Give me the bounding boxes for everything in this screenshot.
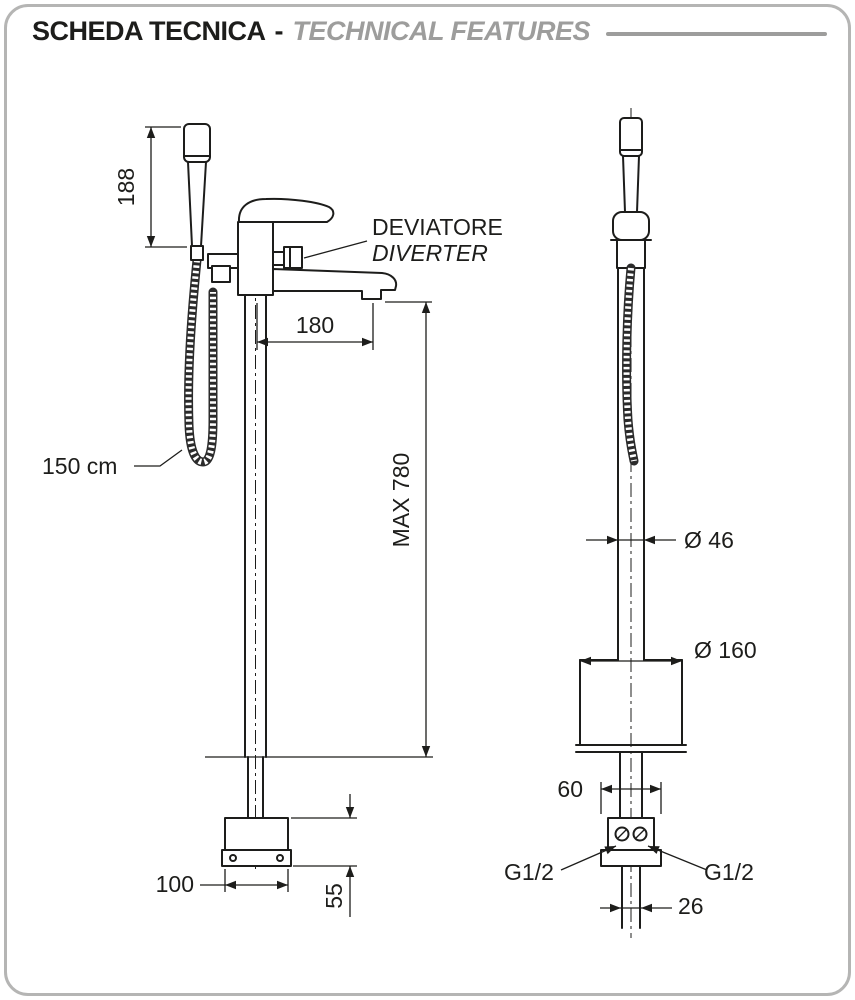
dim-spout-reach-label: 180: [296, 312, 334, 338]
dim-base-plate-depth: 60: [557, 776, 662, 814]
inlet-left-label: G1/2: [504, 859, 554, 885]
mixer-body: [237, 221, 274, 296]
dim-base-height: 55: [291, 794, 357, 917]
inlet-callout-right: G1/2: [647, 845, 754, 885]
base-plate: [221, 849, 292, 867]
dim-base-plate-depth-label: 60: [557, 776, 583, 802]
lever-handle: [237, 197, 335, 223]
inlet-callout-left: G1/2: [504, 845, 617, 885]
dim-inlet-spacing: 26: [600, 893, 704, 919]
side-handshower-handle: [622, 155, 640, 213]
handshower-hose-nut: [190, 245, 204, 261]
side-view-drawing: Ø 46 Ø 160 60 G1/2 G1/2: [504, 108, 757, 938]
dim-handshower-height-label: 188: [113, 168, 139, 206]
diverter-callout: DEVIATORE DIVERTER: [303, 214, 503, 266]
inlet-port-left-slash: [617, 829, 627, 839]
dim-hose-length: 150 cm: [42, 449, 183, 479]
dim-max-height: MAX 780: [385, 301, 432, 757]
base-block: [224, 817, 289, 851]
header-separator: -: [274, 16, 284, 46]
dim-base-height-label: 55: [321, 883, 347, 909]
side-lever-handle: [612, 211, 650, 241]
diverter-callout-english: DIVERTER: [372, 240, 488, 266]
dim-handshower-height: 188: [113, 126, 187, 248]
handshower-hose-ribs: [185, 259, 216, 466]
dim-column-diameter-label: Ø 46: [684, 527, 734, 553]
diverter-knob: [283, 246, 303, 269]
header-title-italian: SCHEDA TECNICA: [32, 16, 266, 46]
inlet-port-right-slash: [635, 829, 645, 839]
handshower-handle: [187, 161, 207, 247]
header-title-english: TECHNICAL FEATURES: [292, 16, 591, 46]
dim-base-width: 100: [156, 869, 289, 897]
side-handshower-hose-ribs: [623, 267, 637, 462]
header: SCHEDA TECNICA - TECHNICAL FEATURES: [32, 16, 827, 47]
inlet-right-label: G1/2: [704, 859, 754, 885]
handshower-holder-clamp: [211, 265, 231, 283]
side-base-plate: [600, 849, 662, 867]
dim-inlet-spacing-label: 26: [678, 893, 704, 919]
front-view-drawing: 188 180 MAX 780 150 cm: [42, 123, 503, 917]
dim-base-cover-diameter: Ø 160: [580, 637, 757, 666]
spout: [272, 268, 398, 300]
base-screw-right: [276, 854, 284, 862]
dim-max-height-label: MAX 780: [388, 453, 414, 548]
dim-base-cover-diameter-label: Ø 160: [694, 637, 757, 663]
base-screw-left: [229, 854, 237, 862]
dim-hose-length-label: 150 cm: [42, 453, 117, 479]
diverter-callout-italian: DEVIATORE: [372, 214, 503, 240]
header-rule: [606, 31, 827, 36]
dim-base-width-label: 100: [156, 871, 194, 897]
dim-spout-reach: 180: [256, 303, 374, 350]
dim-column-diameter: Ø 46: [586, 527, 734, 553]
